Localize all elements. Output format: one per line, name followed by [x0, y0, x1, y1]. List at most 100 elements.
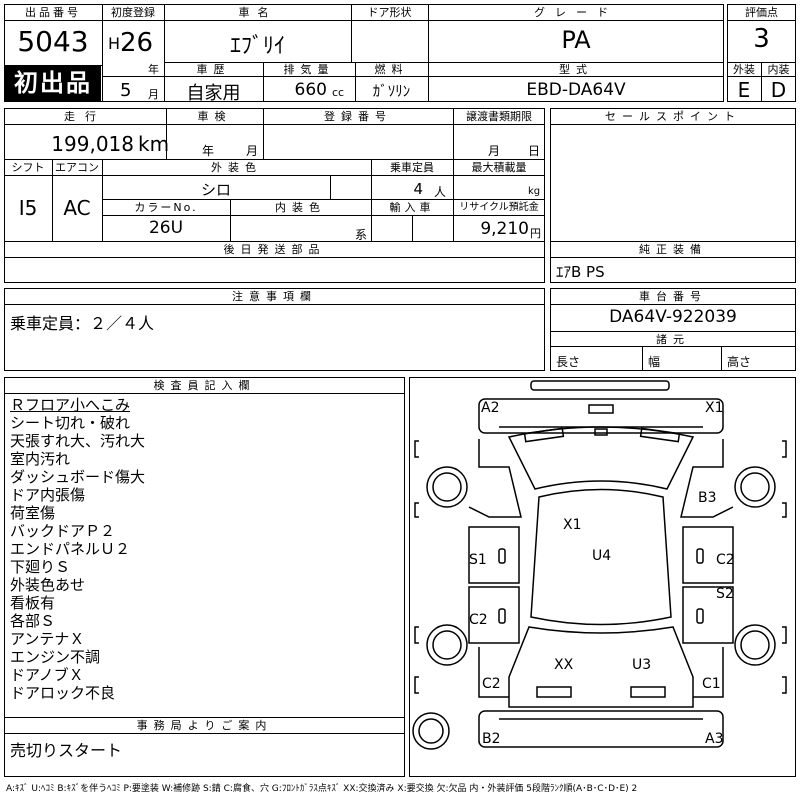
inspector-label: 検査員記入欄 [153, 379, 256, 392]
fuel: ｶﾞｿﾘﾝ [372, 82, 411, 100]
length-label: 長さ [556, 355, 581, 369]
era-letter: H [108, 34, 121, 53]
lot-number: 5043 [17, 25, 89, 58]
width-label: 幅 [648, 355, 661, 369]
height-label: 高さ [727, 355, 752, 369]
year-unit: 年 [148, 63, 159, 76]
later-parts-label: 後日発送部品 [223, 243, 326, 256]
exterior-color: シロ [200, 181, 231, 199]
note-line: エンジン不調 [10, 648, 101, 666]
note-line: ダッシュボード傷大 [10, 468, 146, 486]
max-load-label: 最大積載量 [471, 161, 527, 174]
damage-mark: XX [554, 657, 574, 673]
aircon-label: エアコン [55, 161, 99, 174]
color-number: 26U [148, 218, 184, 238]
mileage: 199,018 [51, 132, 134, 156]
shift-label: シフト [11, 161, 45, 174]
grade-label: グレード [534, 6, 618, 19]
chassis-label: 車台番号 [639, 290, 707, 303]
recycle-deposit: 9,210 [480, 219, 529, 239]
interior-grade: D [770, 78, 787, 102]
overall-score: 3 [753, 24, 770, 54]
grade: PA [561, 26, 591, 54]
interior-grade-label: 内装 [767, 63, 790, 76]
office-text: 売切りスタート [10, 741, 123, 760]
damage-mark: X1 [563, 517, 582, 533]
plate-label: 登録番号 [324, 110, 392, 123]
equipment-label: 純正装備 [639, 243, 707, 256]
inspection-year-unit: 年 [202, 144, 215, 158]
history-label: 車歴 [196, 63, 231, 76]
model-code: EBD-DA64V [526, 80, 626, 100]
damage-mark: A2 [481, 400, 500, 416]
damage-mark: C2 [469, 612, 488, 628]
interior-color-unit: 系 [355, 228, 368, 242]
note-line: エンドパネルＵ２ [10, 540, 131, 558]
damage-mark: C2 [716, 552, 735, 568]
capacity-unit: 人 [434, 185, 447, 199]
transfer-docs-label: 譲渡書類期限 [466, 110, 532, 123]
car-name-label: 車名 [238, 6, 277, 19]
car-name: ｴﾌﾞﾘｲ [229, 34, 285, 59]
import-label: 輸入車 [389, 201, 435, 214]
damage-mark: B2 [482, 731, 501, 747]
office-label: 事務局よりご案内 [136, 719, 273, 732]
inspection-label: 車検 [197, 110, 232, 123]
shift: I5 [18, 196, 38, 220]
capacity: 4 [413, 180, 423, 198]
note-line: ドアロック不良 [10, 684, 116, 702]
legend-text: A:ｷｽﾞ U:ﾍｺﾐ B:ｷｽﾞを伴うﾍｺﾐ P:要塗装 W:補修跡 S:錆 … [6, 784, 638, 794]
note-line: 室内汚れ [10, 450, 71, 468]
damage-mark: S1 [469, 552, 487, 568]
damage-mark: X1 [705, 400, 724, 416]
note-line: 下廻りＳ [10, 558, 71, 576]
office-panel [4, 717, 405, 777]
mileage-label: 走行 [64, 110, 106, 123]
history: 自家用 [186, 83, 241, 104]
lot-number-label: 出品番号 [25, 6, 81, 19]
first-registration-label: 初度登録 [111, 6, 155, 19]
note-line: 各部Ｓ [10, 612, 56, 630]
note-line: ドアノブＸ [10, 666, 84, 684]
dimensions-label: 諸元 [656, 333, 690, 346]
door-shape-label: ドア形状 [367, 6, 412, 19]
equipment-panel [550, 241, 796, 283]
transfer-month-unit: 月 [488, 144, 501, 158]
sales-point-label: セールスポイント [605, 110, 741, 123]
note-line: バックドアＰ２ [10, 522, 116, 540]
note-line: Ｒフロア小へこみ [10, 396, 131, 414]
capacity-label: 乗車定員 [390, 161, 434, 174]
model-label: 型式 [559, 63, 593, 76]
damage-mark: S2 [716, 586, 734, 602]
caution-panel [4, 288, 545, 371]
score-label: 評価点 [745, 6, 778, 19]
damage-mark: A3 [705, 731, 724, 747]
displacement: 660 [294, 80, 327, 100]
note-line: 荷室傷 [10, 504, 56, 522]
equipment: ｴｱB PS [556, 263, 605, 281]
displacement-label: 排気量 [283, 63, 335, 76]
yen-unit: 円 [530, 227, 541, 240]
recycle-label: リサイクル預託金 [459, 202, 539, 213]
note-line: ドア内張傷 [10, 486, 86, 504]
transfer-day-unit: 日 [528, 144, 541, 158]
caution-label: 注意事項欄 [232, 290, 317, 303]
displacement-unit: cc [332, 86, 345, 99]
exterior-grade-label: 外装 [733, 63, 755, 76]
damage-mark: U3 [632, 657, 652, 673]
car-diagram [412, 380, 787, 750]
damage-mark: C2 [482, 676, 501, 692]
note-line: 外装色あせ [10, 576, 86, 594]
damage-mark: C1 [702, 676, 721, 692]
chassis-panel [550, 288, 796, 371]
chassis-number: DA64V-922039 [609, 307, 737, 327]
max-load-unit: kg [528, 186, 541, 197]
damage-mark: B3 [698, 490, 717, 506]
note-line: シート切れ・破れ [10, 414, 131, 432]
registration-month: 5 [120, 80, 132, 101]
month-unit: 月 [148, 88, 159, 101]
aircon: AC [63, 196, 91, 220]
exterior-color-label: 外装色 [211, 161, 262, 174]
first-listing-text: 初出品 [14, 69, 92, 97]
color-number-label: カラーNo. [134, 201, 198, 214]
